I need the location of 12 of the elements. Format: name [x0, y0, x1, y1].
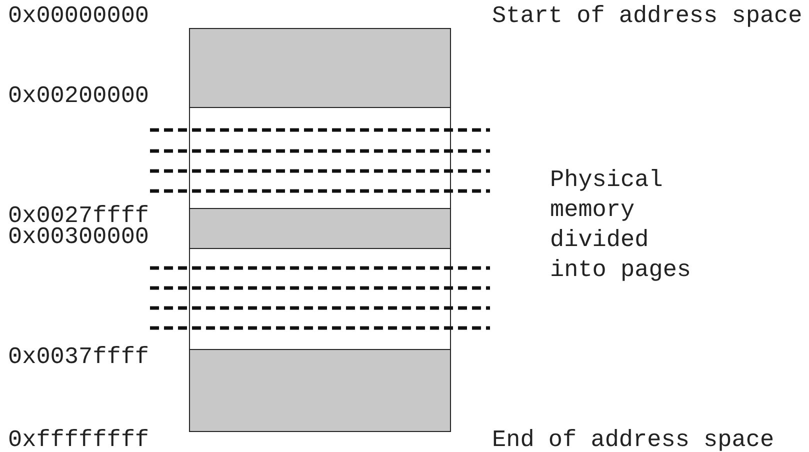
memory-region-band [189, 349, 451, 432]
page-region-band [189, 248, 451, 351]
address-space-label: Start of address space [492, 4, 802, 30]
address-label: 0x0037ffff [8, 345, 150, 371]
address-label: 0xffffffff [8, 428, 150, 452]
memory-region-band [189, 28, 451, 109]
memory-region-band [189, 208, 451, 250]
page-region-band [189, 107, 451, 210]
address-space-label: End of address space [492, 428, 774, 452]
address-label: 0x00200000 [8, 84, 150, 110]
address-label: 0x00000000 [8, 4, 150, 30]
description-label: Physical memory divided into pages [550, 166, 692, 286]
